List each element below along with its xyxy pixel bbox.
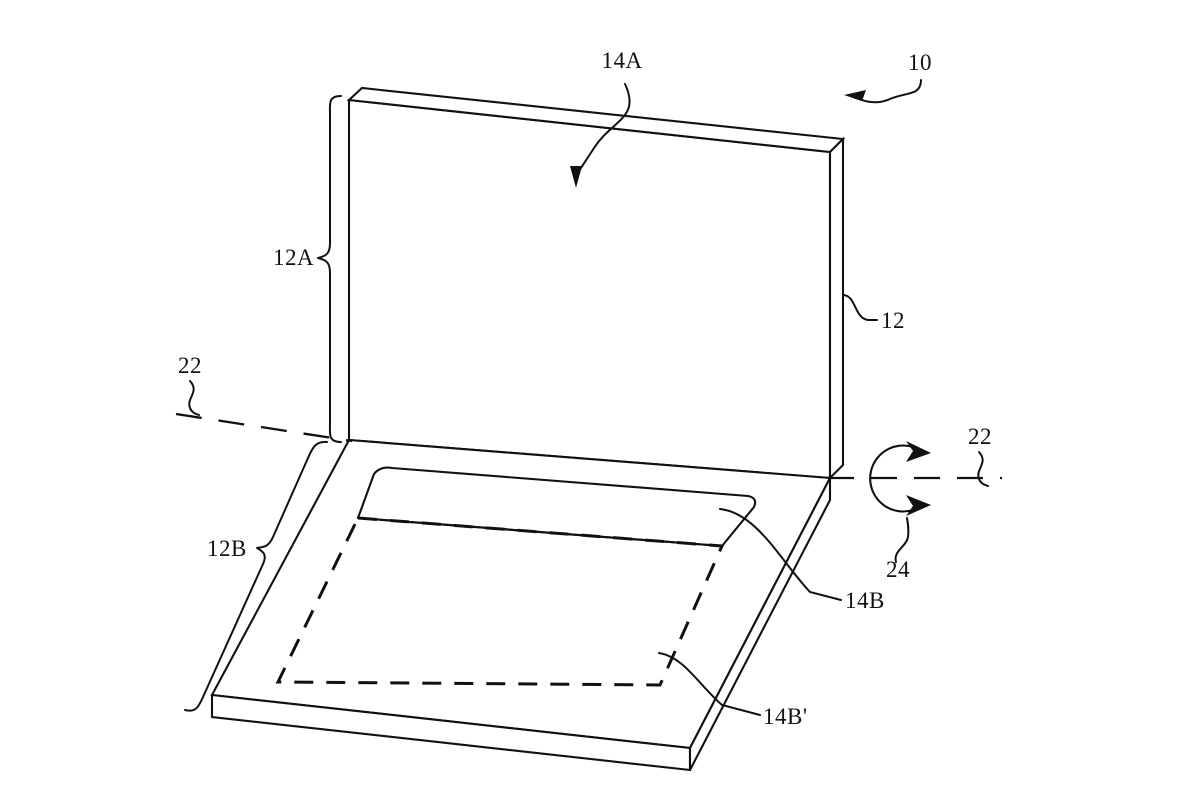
brace-12b xyxy=(184,440,328,712)
lower-display-outline xyxy=(356,466,757,548)
ref-label-22-left: 22 xyxy=(178,353,202,378)
rotation-arrow-24 xyxy=(869,441,931,516)
axis-line-left xyxy=(175,412,353,443)
lower-display-hidden-outline xyxy=(275,516,725,687)
ref-label-12: 12 xyxy=(881,308,905,333)
hidden-display-rect xyxy=(275,516,725,687)
brace-path-12a xyxy=(317,95,342,443)
ref-label-12b: 12B xyxy=(207,536,247,561)
upper-housing-right-face xyxy=(828,136,845,481)
leader-10 xyxy=(844,79,922,104)
arrowhead-10 xyxy=(844,90,866,101)
ref-label-24: 24 xyxy=(886,557,910,582)
brace-path-12b xyxy=(184,440,328,712)
rotation-arrowhead-top xyxy=(906,441,931,462)
leader-14b xyxy=(719,508,842,601)
leader-12 xyxy=(842,294,878,321)
rotation-arrowhead-bottom xyxy=(906,495,931,516)
ref-label-22-right: 22 xyxy=(968,424,992,449)
leader-24 xyxy=(894,517,910,563)
upper-housing-panel xyxy=(346,86,846,481)
leader-line-22-left xyxy=(188,380,200,416)
rotation-axis-22 xyxy=(175,412,1002,480)
ref-label-14b-prime: 14B' xyxy=(763,704,808,729)
arrowhead-14a xyxy=(570,166,582,188)
leader-line-14b xyxy=(719,508,842,601)
ref-label-14b: 14B xyxy=(845,588,885,613)
ref-label-14a: 14A xyxy=(601,48,642,73)
lower-housing-top-face xyxy=(210,438,832,750)
leader-14a xyxy=(570,83,631,188)
leader-line-24 xyxy=(894,517,910,563)
lower-housing-front-right-face xyxy=(688,477,832,771)
leader-line-14b-prime xyxy=(658,652,761,716)
brace-12a xyxy=(317,95,342,443)
leader-line-12 xyxy=(842,294,878,321)
leader-14b-prime xyxy=(658,652,761,716)
leader-line-22-right xyxy=(977,451,989,487)
lower-housing-base xyxy=(210,438,832,772)
rotation-arc xyxy=(869,444,915,513)
ref-label-12a: 12A xyxy=(273,245,314,270)
leader-22-right xyxy=(977,451,989,487)
leader-22-left xyxy=(188,380,200,416)
ref-label-10: 10 xyxy=(908,50,932,75)
